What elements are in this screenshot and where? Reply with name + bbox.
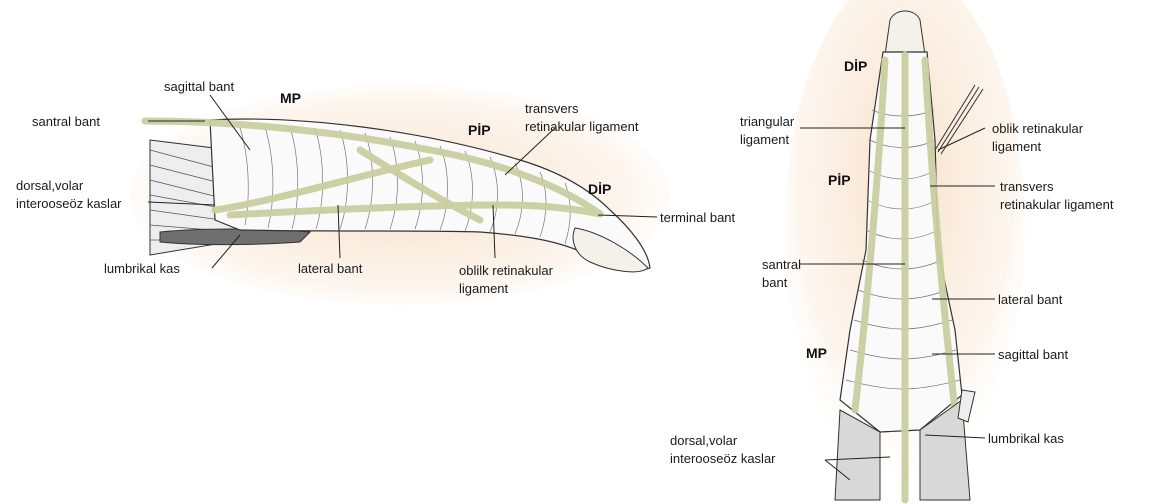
dorsal-joint-label-pip: PİP [828,172,851,189]
label-oblik-line2: ligament [459,280,508,297]
dorsal-label-lateral-bant: lateral bant [998,291,1062,308]
dorsal-label-oblik-line1: oblik retinakular [992,120,1083,137]
dorsal-label-santral-line2: bant [762,274,787,291]
label-dorsal-volar-line2: interooseöz kaslar [16,195,122,212]
dorsal-label-santral-line1: santral [762,256,801,273]
dorsal-label-sagittal-bant: sagittal bant [998,346,1068,363]
label-terminal-bant: terminal bant [660,209,735,226]
label-lumbrikal-kas: lumbrikal kas [104,260,180,277]
label-dorsal-volar-line1: dorsal,volar [16,177,83,194]
joint-label-dip: DİP [588,181,611,198]
label-sagittal-bant: sagittal bant [164,78,234,95]
dorsal-joint-label-mp: MP [806,345,827,362]
dorsal-view-finger [785,0,1025,500]
dorsal-label-transvers-line1: transvers [1000,178,1053,195]
label-oblik-line1: oblilk retinakular [459,262,553,279]
label-transvers-line2: retinakular ligament [525,118,638,135]
dorsal-label-dorsal-volar-line2: interooseöz kaslar [670,450,776,467]
dorsal-label-transvers-line2: retinakular ligament [1000,196,1113,213]
dorsal-joint-label-dip: DİP [844,58,867,75]
dorsal-label-dorsal-volar-line1: dorsal,volar [670,432,737,449]
dorsal-label-oblik-line2: ligament [992,138,1041,155]
label-transvers-line1: transvers [525,100,578,117]
dorsal-label-triangular-line1: triangular [740,113,794,130]
dorsal-label-lumbrikal-kas: lumbrikal kas [988,430,1064,447]
joint-label-mp: MP [280,90,301,107]
label-lateral-bant: lateral bant [298,260,362,277]
label-santral-bant: santral bant [32,113,100,130]
joint-label-pip: PİP [468,122,491,139]
dorsal-label-triangular-line2: ligament [740,131,789,148]
